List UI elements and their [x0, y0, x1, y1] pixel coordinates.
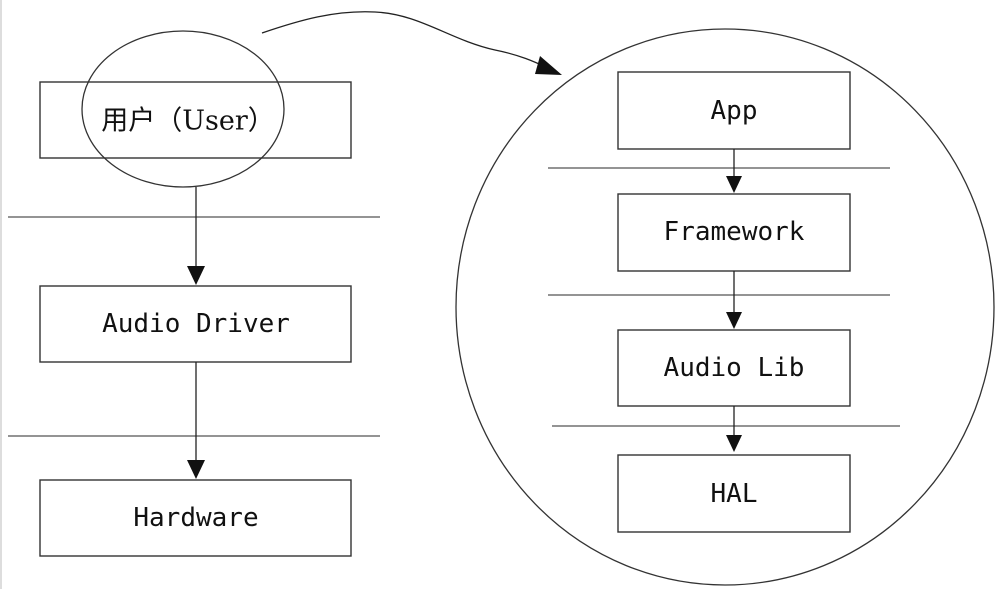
arrow-framework-to-audiolib — [726, 271, 742, 329]
arrow-audiolib-to-hal — [726, 406, 742, 452]
audio-driver-layer: Audio Driver — [39, 285, 352, 363]
audio-lib-box — [617, 329, 851, 407]
framework-label: Framework — [664, 217, 805, 247]
audio-driver-box — [39, 285, 352, 363]
zoom-detail-circle — [455, 28, 995, 586]
user-layer: 用户（User） — [39, 81, 352, 159]
hal-box — [617, 454, 851, 533]
arrow-user-to-driver — [187, 187, 205, 285]
zoom-connector — [261, 11, 562, 75]
app-box — [617, 71, 851, 150]
framework-layer: Framework — [617, 193, 851, 272]
user-box — [39, 81, 352, 159]
hardware-label: Hardware — [133, 503, 258, 533]
arrow-driver-to-hardware — [187, 362, 205, 479]
hal-label: HAL — [711, 479, 758, 509]
user-label: 用户（User） — [101, 106, 275, 137]
zoom-source-circle — [81, 30, 285, 188]
app-layer: App — [617, 71, 851, 150]
hardware-box — [39, 479, 352, 557]
zoom-connector-arrowhead — [535, 56, 562, 75]
framework-box — [617, 193, 851, 272]
app-label: App — [711, 96, 758, 126]
audio-lib-label: Audio Lib — [664, 353, 805, 383]
zoom-connector-curve — [261, 11, 549, 69]
hardware-layer: Hardware — [39, 479, 352, 557]
hal-layer: HAL — [617, 454, 851, 533]
audio-lib-layer: Audio Lib — [617, 329, 851, 407]
audio-driver-label: Audio Driver — [102, 309, 290, 339]
arrow-app-to-framework — [726, 149, 742, 193]
